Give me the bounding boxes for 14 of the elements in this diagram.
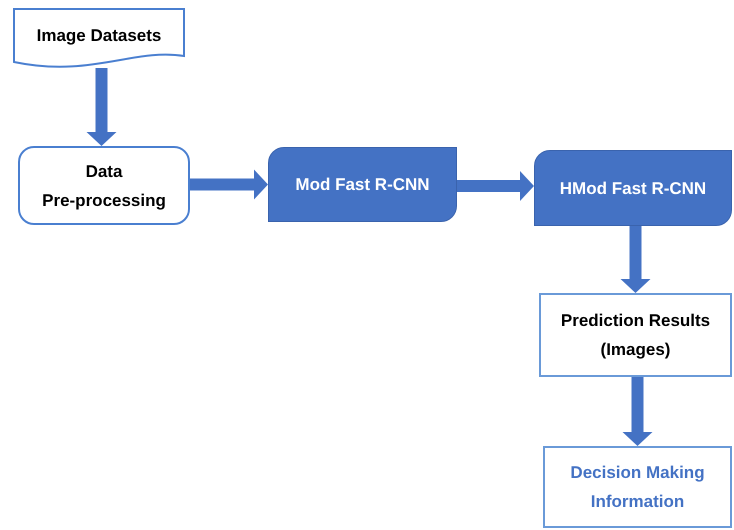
- output-box: [543, 446, 732, 528]
- node-label: Data Pre-processing: [41, 160, 167, 212]
- node-label: Decision Making Information: [569, 462, 706, 513]
- node-label: HMod Fast R-CNN: [560, 178, 706, 200]
- node-label: Mod Fast R-CNN: [295, 174, 430, 196]
- process-box: [18, 146, 190, 225]
- block-arrow: [190, 170, 268, 200]
- block-arrow: [86, 68, 116, 146]
- process-box: [268, 147, 457, 222]
- process-box: [534, 150, 732, 226]
- node-label: Prediction Results (Images): [560, 310, 712, 361]
- node-label: Image Datasets: [36, 24, 162, 47]
- block-arrow: [457, 171, 534, 201]
- output-box: [539, 293, 732, 377]
